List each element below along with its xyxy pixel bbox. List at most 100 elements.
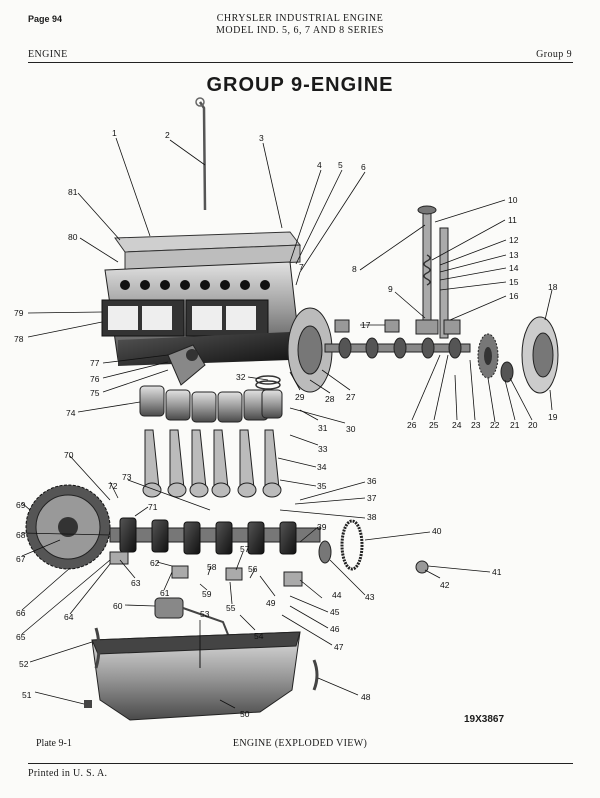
callout-71: 71	[148, 502, 158, 512]
callout-24: 24	[452, 420, 462, 430]
callout-32: 32	[236, 372, 246, 382]
callout-22: 22	[490, 420, 500, 430]
callout-49: 49	[266, 598, 276, 608]
callout-5: 5	[338, 160, 343, 170]
printed-in-label: Printed in U. S. A.	[28, 768, 108, 779]
callout-68: 68	[16, 530, 26, 540]
callout-79: 79	[14, 308, 24, 318]
callout-16: 16	[509, 291, 519, 301]
piston-rings	[255, 375, 281, 390]
callout-73: 73	[122, 472, 132, 482]
callout-20: 20	[528, 420, 538, 430]
callout-58: 58	[207, 562, 217, 572]
callout-63: 63	[131, 578, 141, 588]
callout-28: 28	[325, 394, 335, 404]
callout-9: 9	[388, 284, 393, 294]
oil-pan-gaskets	[94, 627, 319, 691]
callout-36: 36	[367, 476, 377, 486]
dipstick	[195, 97, 207, 211]
callout-13: 13	[509, 250, 519, 260]
callout-74: 74	[66, 408, 76, 418]
page-heading: GROUP 9-ENGINE	[206, 74, 394, 96]
callout-78: 78	[14, 334, 24, 344]
callout-70: 70	[64, 450, 74, 460]
callout-50: 50	[240, 709, 250, 719]
callout-43: 43	[365, 592, 375, 602]
callout-23: 23	[471, 420, 481, 430]
callout-25: 25	[429, 420, 439, 430]
callout-29: 29	[295, 392, 305, 402]
callout-48: 48	[361, 692, 371, 702]
callout-57: 57	[240, 544, 250, 554]
callout-72: 72	[108, 481, 118, 491]
callout-39: 39	[317, 522, 327, 532]
callout-4: 4	[317, 160, 322, 170]
callout-1: 1	[112, 128, 117, 138]
callout-67: 67	[16, 554, 26, 564]
callout-69: 69	[16, 500, 26, 510]
callout-62: 62	[150, 558, 160, 568]
section-label: ENGINE	[28, 49, 68, 60]
callout-6: 6	[361, 162, 366, 172]
header-rule	[28, 62, 573, 63]
callout-10: 10	[508, 195, 518, 205]
callout-44: 44	[332, 590, 342, 600]
callout-53: 53	[200, 609, 210, 619]
callout-8: 8	[352, 264, 357, 274]
plate-label: Plate 9-1	[36, 738, 72, 749]
callout-26: 26	[407, 420, 417, 430]
connecting-rods	[142, 429, 282, 498]
callout-59: 59	[202, 589, 212, 599]
camshaft	[324, 319, 471, 359]
valve-assembly	[415, 205, 461, 339]
title-line-1: CHRYSLER INDUSTRIAL ENGINE	[216, 13, 384, 24]
callout-35: 35	[317, 481, 327, 491]
group-label: Group 9	[536, 49, 572, 60]
callout-77: 77	[90, 358, 100, 368]
callout-18: 18	[548, 282, 558, 292]
callout-37: 37	[367, 493, 377, 503]
callout-56: 56	[248, 564, 258, 574]
callout-81: 81	[68, 187, 78, 197]
callout-7: 7	[299, 262, 304, 272]
callout-40: 40	[432, 526, 442, 536]
leader-lines	[21, 137, 553, 709]
callout-42: 42	[440, 580, 450, 590]
callout-55: 55	[226, 603, 236, 613]
callout-34: 34	[317, 462, 327, 472]
callout-65: 65	[16, 632, 26, 642]
oil-pan	[84, 631, 301, 721]
camshaft-sprocket	[477, 333, 499, 379]
water-pump	[167, 344, 206, 386]
callout-80: 80	[68, 232, 78, 242]
callout-64: 64	[64, 612, 74, 622]
pistons	[139, 385, 283, 423]
callout-2: 2	[165, 130, 170, 140]
callout-3: 3	[259, 133, 264, 143]
main-bearing-caps	[109, 551, 303, 587]
document-title: CHRYSLER INDUSTRIAL ENGINE MODEL IND. 5,…	[0, 13, 600, 37]
callout-numbers: 1 2 3 4 5 6 7 8 9 10 11 12 13 14 15 16 1…	[14, 128, 558, 719]
callout-33: 33	[318, 444, 328, 454]
callout-38: 38	[367, 512, 377, 522]
crankshaft	[109, 517, 321, 555]
callout-54: 54	[254, 631, 264, 641]
callout-12: 12	[509, 235, 519, 245]
flywheel	[25, 484, 111, 570]
callout-15: 15	[509, 277, 519, 287]
callout-41: 41	[492, 567, 502, 577]
callout-11: 11	[508, 215, 517, 225]
footer-rule	[28, 763, 573, 764]
callout-61: 61	[160, 588, 170, 598]
timing-case-cover	[287, 307, 333, 393]
callout-76: 76	[90, 374, 100, 384]
callout-19: 19	[548, 412, 558, 422]
callout-60: 60	[113, 601, 123, 611]
callout-14: 14	[509, 263, 519, 273]
cylinder-block	[101, 261, 301, 366]
callout-66: 66	[16, 608, 26, 618]
callout-27: 27	[346, 392, 356, 402]
figure-caption: ENGINE (EXPLODED VIEW)	[232, 738, 368, 749]
callout-31: 31	[318, 423, 328, 433]
callout-52: 52	[19, 659, 29, 669]
